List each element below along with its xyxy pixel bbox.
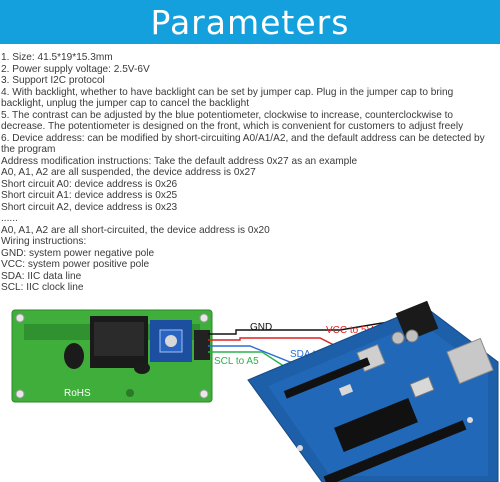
param-line: GND: system power negative pole [1, 247, 155, 259]
title-banner: Parameters [0, 0, 500, 44]
param-line: SDA: IIC data line [1, 270, 82, 282]
param-line: Short circuit A2, device address is 0x23 [1, 201, 178, 213]
param-line: A0, A1, A2 are all suspended, the device… [1, 167, 256, 178]
param-line: 6. Device address: can be modified by sh… [1, 132, 485, 156]
rohs-mark: RoHS [64, 388, 91, 399]
param-line: Short circuit A0: device address is 0x26 [1, 178, 178, 190]
gnd-wire-label: GND [250, 322, 272, 333]
wiring-diagram: RoHS GND VCC to 5V SDA to A4 SCL to A5 [11, 300, 499, 482]
lcd-i2c-board: RoHS [11, 309, 213, 403]
param-line: 4. With backlight, whether to have backl… [1, 86, 454, 110]
param-line: A0, A1, A2 are all short-circuited, the … [1, 224, 270, 236]
param-line: 2. Power supply voltage: 2.5V-6V [1, 63, 150, 75]
scl-wire-label: SCL to A5 [214, 356, 259, 367]
page-title: Parameters [150, 2, 350, 42]
param-line: VCC: system power positive pole [1, 259, 150, 270]
param-line: 1. Size: 41.5*19*15.3mm [1, 52, 113, 63]
arduino-board [247, 300, 499, 482]
param-line: 3. Support I2C protocol [1, 75, 105, 86]
param-line: SCL: IIC clock line [1, 282, 84, 293]
param-line: ...... [1, 213, 18, 224]
param-line: Address modification instructions: Take … [1, 155, 358, 167]
param-line: 5. The contrast can be adjusted by the b… [1, 109, 464, 133]
parameters-text: 1. Size: 41.5*19*15.3mm 2. Power supply … [1, 52, 497, 294]
param-line: Wiring instructions: [1, 236, 87, 247]
param-line: Short circuit A1: device address is 0x25 [1, 190, 178, 201]
vcc-wire-label: VCC to 5V [326, 325, 374, 336]
